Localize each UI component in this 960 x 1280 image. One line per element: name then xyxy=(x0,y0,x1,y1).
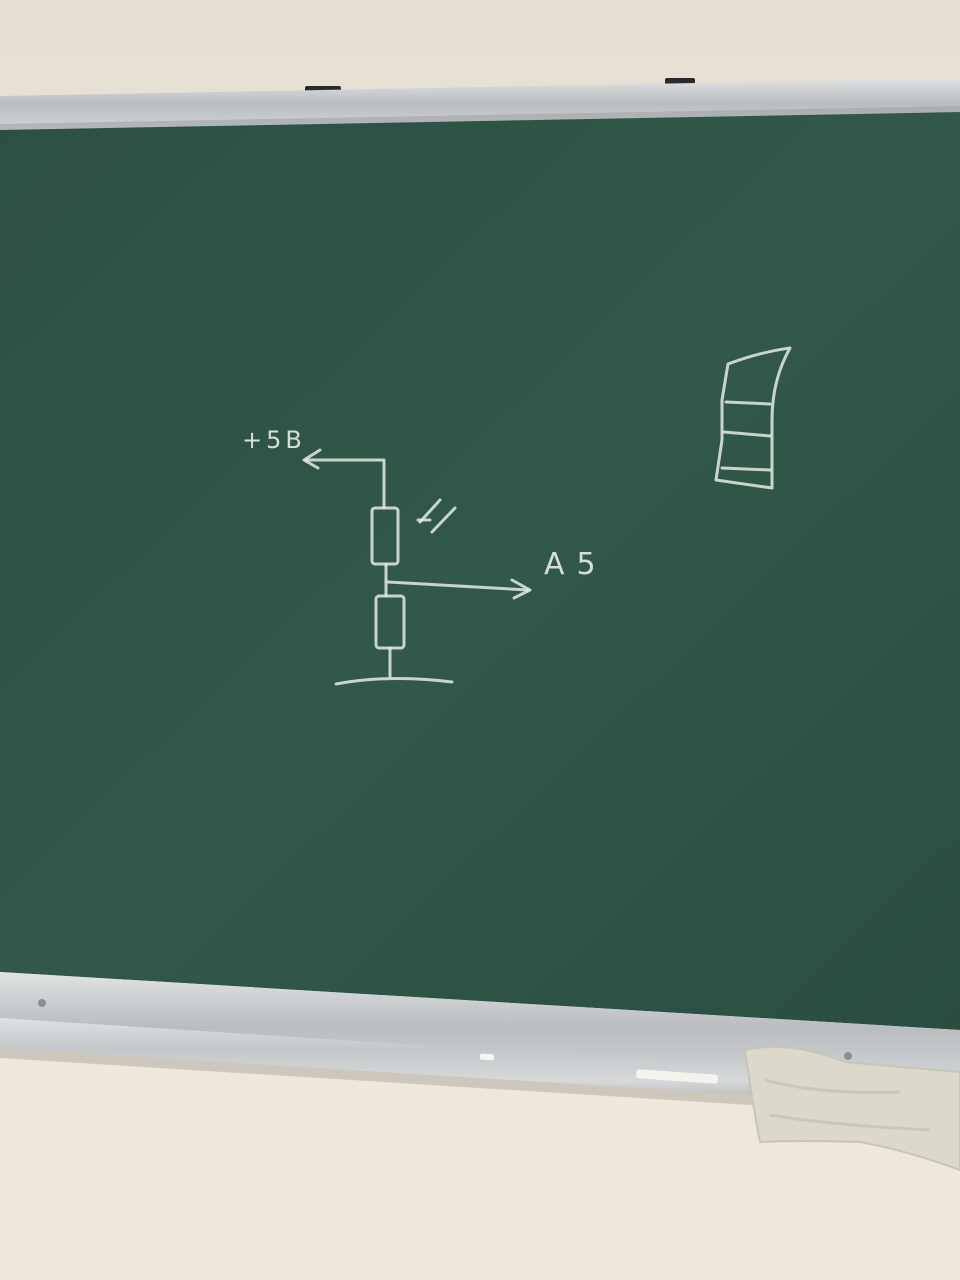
device-stripe xyxy=(720,466,772,472)
device-stripe xyxy=(724,400,772,406)
cleaning-cloth xyxy=(743,1045,960,1172)
output-arrow-head xyxy=(510,578,532,600)
device-stripe xyxy=(722,430,772,438)
frame-screw xyxy=(844,1052,852,1060)
supply-label: +5В xyxy=(242,426,306,454)
photoresistor-ray xyxy=(430,506,457,534)
circuit-sketch: +5В A5 xyxy=(242,426,608,686)
chalk-stick xyxy=(635,1069,718,1084)
supply-arrow-head xyxy=(302,448,322,470)
cloth-fold xyxy=(769,1113,931,1132)
ground-line xyxy=(334,676,454,686)
board-frame-bottom xyxy=(0,972,960,1082)
device-outline xyxy=(714,346,792,490)
chalk-piece xyxy=(479,1053,495,1061)
chalk-tray-shadow xyxy=(0,1048,960,1118)
frame-screw xyxy=(38,999,46,1007)
supply-wire xyxy=(304,458,386,510)
chalkboard xyxy=(0,112,960,1030)
output-wire xyxy=(386,580,530,592)
chalk-tray xyxy=(0,1018,960,1108)
photoresistor-ray xyxy=(418,498,442,524)
device-sketch xyxy=(714,346,792,490)
cloth-fold xyxy=(764,1078,901,1094)
output-label: A5 xyxy=(544,547,608,582)
board-frame-top xyxy=(0,78,960,130)
